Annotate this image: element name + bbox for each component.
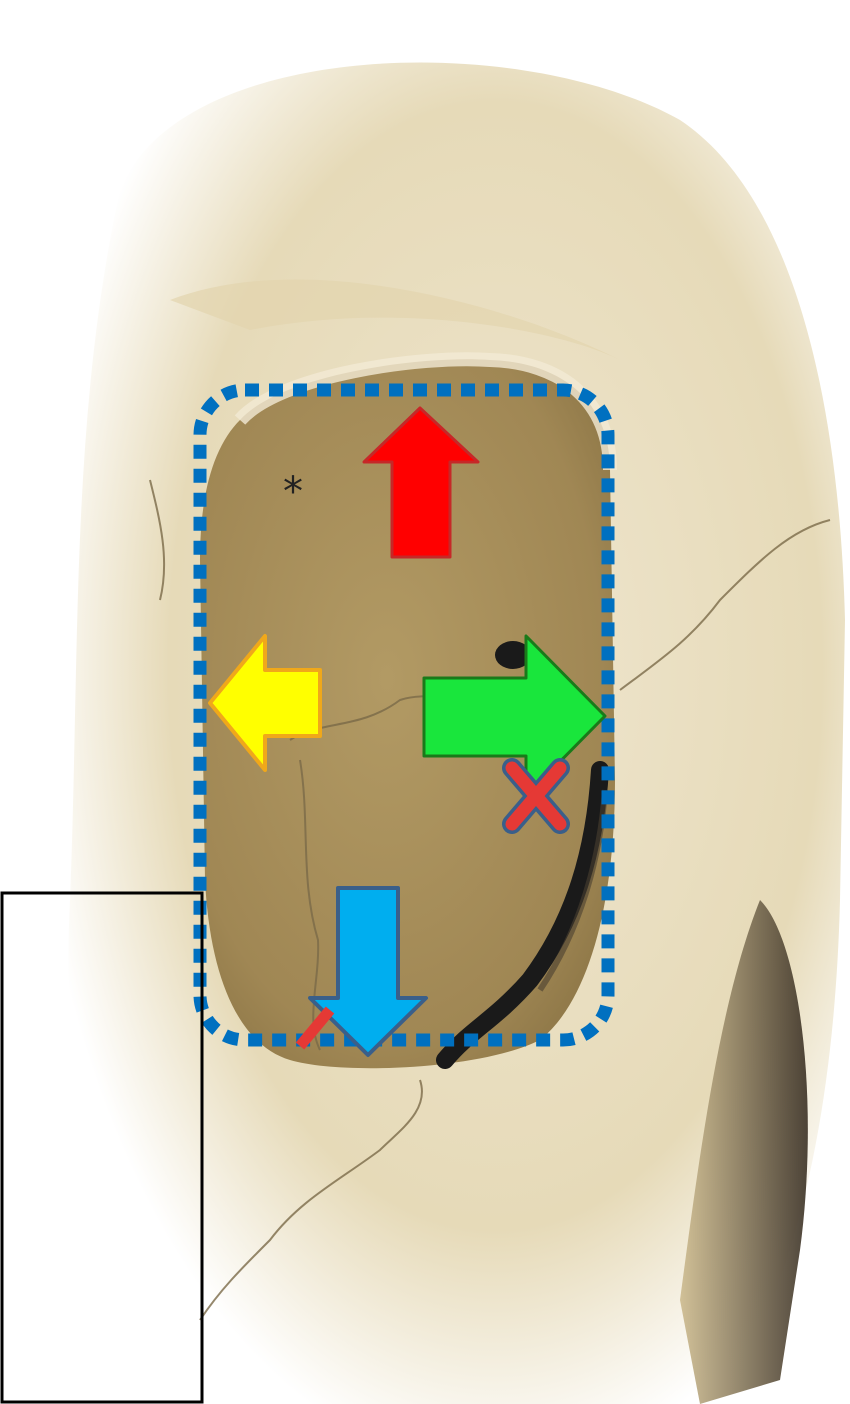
asterisk-marker: * [283, 469, 303, 515]
